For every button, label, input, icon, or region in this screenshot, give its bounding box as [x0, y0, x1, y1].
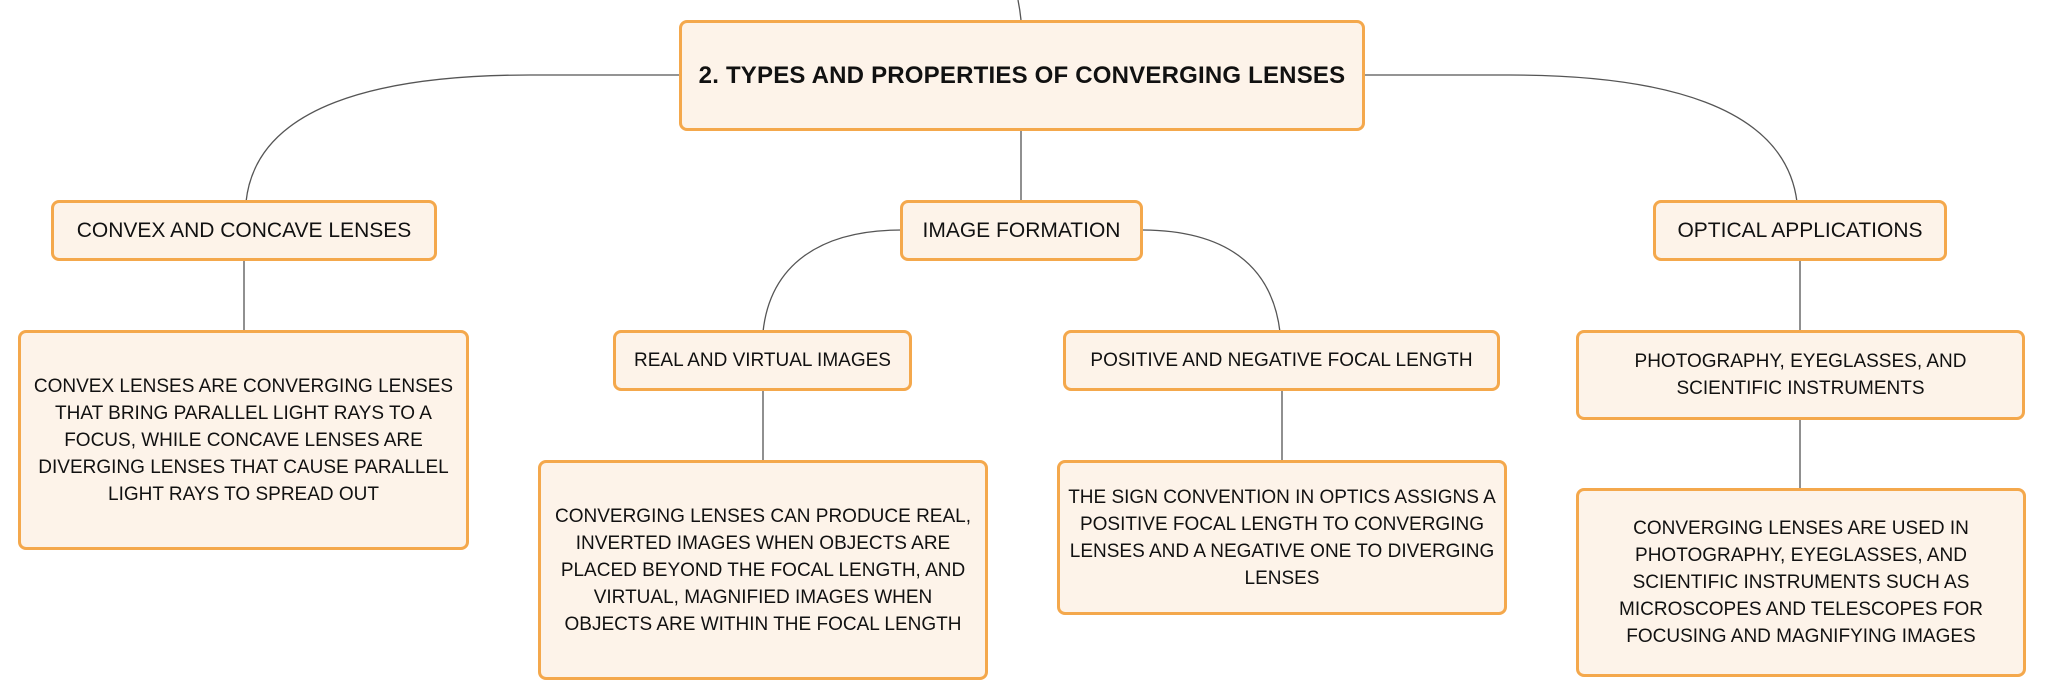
- connector-parent-to-root: [1017, 0, 1022, 21]
- subtopic-real-virtual-images-label: REAL AND VIRTUAL IMAGES: [634, 350, 891, 371]
- detail-focal-length[interactable]: THE SIGN CONVENTION IN OPTICS ASSIGNS A …: [1057, 460, 1507, 615]
- connector-root-to-applications: [1363, 74, 1798, 203]
- connector-root-to-lenses: [245, 74, 679, 203]
- topic-optical-applications[interactable]: OPTICAL APPLICATIONS: [1653, 200, 1947, 261]
- subtopic-focal-length-label: POSITIVE AND NEGATIVE FOCAL LENGTH: [1090, 350, 1473, 371]
- root-topic-label: 2. TYPES AND PROPERTIES OF CONVERGING LE…: [698, 61, 1346, 89]
- detail-optical-applications-text: CONVERGING LENSES ARE USED IN PHOTOGRAPH…: [1619, 518, 1983, 647]
- detail-convex-concave-lenses-text: CONVEX LENSES ARE CONVERGING LENSES THAT…: [33, 375, 454, 505]
- subtopic-focal-length[interactable]: POSITIVE AND NEGATIVE FOCAL LENGTH: [1063, 330, 1500, 391]
- topic-convex-concave-lenses[interactable]: CONVEX AND CONCAVE LENSES: [51, 200, 437, 261]
- detail-optical-applications[interactable]: CONVERGING LENSES ARE USED IN PHOTOGRAPH…: [1576, 488, 2026, 677]
- subtopic-photography-eyeglasses[interactable]: PHOTOGRAPHY, EYEGLASSES, AND SCIENTIFIC …: [1576, 330, 2025, 420]
- topic-optical-applications-label: OPTICAL APPLICATIONS: [1677, 218, 1923, 242]
- root-topic[interactable]: 2. TYPES AND PROPERTIES OF CONVERGING LE…: [679, 20, 1365, 131]
- detail-focal-length-text: THE SIGN CONVENTION IN OPTICS ASSIGNS A …: [1068, 486, 1496, 589]
- subtopic-real-virtual-images[interactable]: REAL AND VIRTUAL IMAGES: [613, 330, 912, 391]
- subtopic-photography-eyeglasses-label: PHOTOGRAPHY, EYEGLASSES, AND SCIENTIFIC …: [1634, 351, 1967, 399]
- topic-image-formation-label: IMAGE FORMATION: [922, 218, 1121, 242]
- topic-convex-concave-lenses-label: CONVEX AND CONCAVE LENSES: [76, 218, 412, 242]
- detail-real-virtual-images[interactable]: CONVERGING LENSES CAN PRODUCE REAL, INVE…: [538, 460, 988, 680]
- connector-image-formation-to-focal-length: [1140, 229, 1281, 333]
- connector-image-formation-to-real-virtual: [762, 229, 902, 333]
- detail-convex-concave-lenses[interactable]: CONVEX LENSES ARE CONVERGING LENSES THAT…: [18, 330, 469, 550]
- detail-real-virtual-images-text: CONVERGING LENSES CAN PRODUCE REAL, INVE…: [555, 505, 971, 635]
- topic-image-formation[interactable]: IMAGE FORMATION: [900, 200, 1143, 261]
